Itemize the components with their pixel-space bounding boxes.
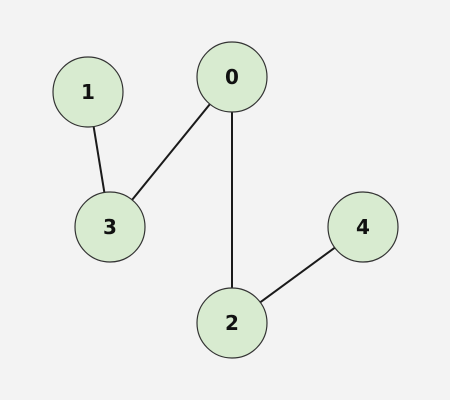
- node-circle: [52, 56, 124, 128]
- node-label: 4: [356, 215, 370, 239]
- node-circle: [74, 191, 146, 263]
- node-label: 2: [225, 311, 239, 335]
- node-circle: [196, 287, 268, 359]
- edge-0-3: [131, 103, 211, 201]
- graph-node-2: 2: [196, 287, 268, 359]
- node-label: 1: [81, 80, 95, 104]
- graph-node-1: 1: [52, 56, 124, 128]
- graph-nodes: 0 1 2 3 4: [52, 41, 399, 359]
- edge-2-4: [259, 246, 336, 304]
- edge-1-3: [92, 126, 106, 193]
- node-circle: [196, 41, 268, 113]
- node-label: 0: [225, 65, 239, 89]
- node-circle: [327, 191, 399, 263]
- graph-node-3: 3: [74, 191, 146, 263]
- graph-node-4: 4: [327, 191, 399, 263]
- graph-edges: [92, 103, 336, 304]
- graph-node-0: 0: [196, 41, 268, 113]
- node-label: 3: [103, 215, 117, 239]
